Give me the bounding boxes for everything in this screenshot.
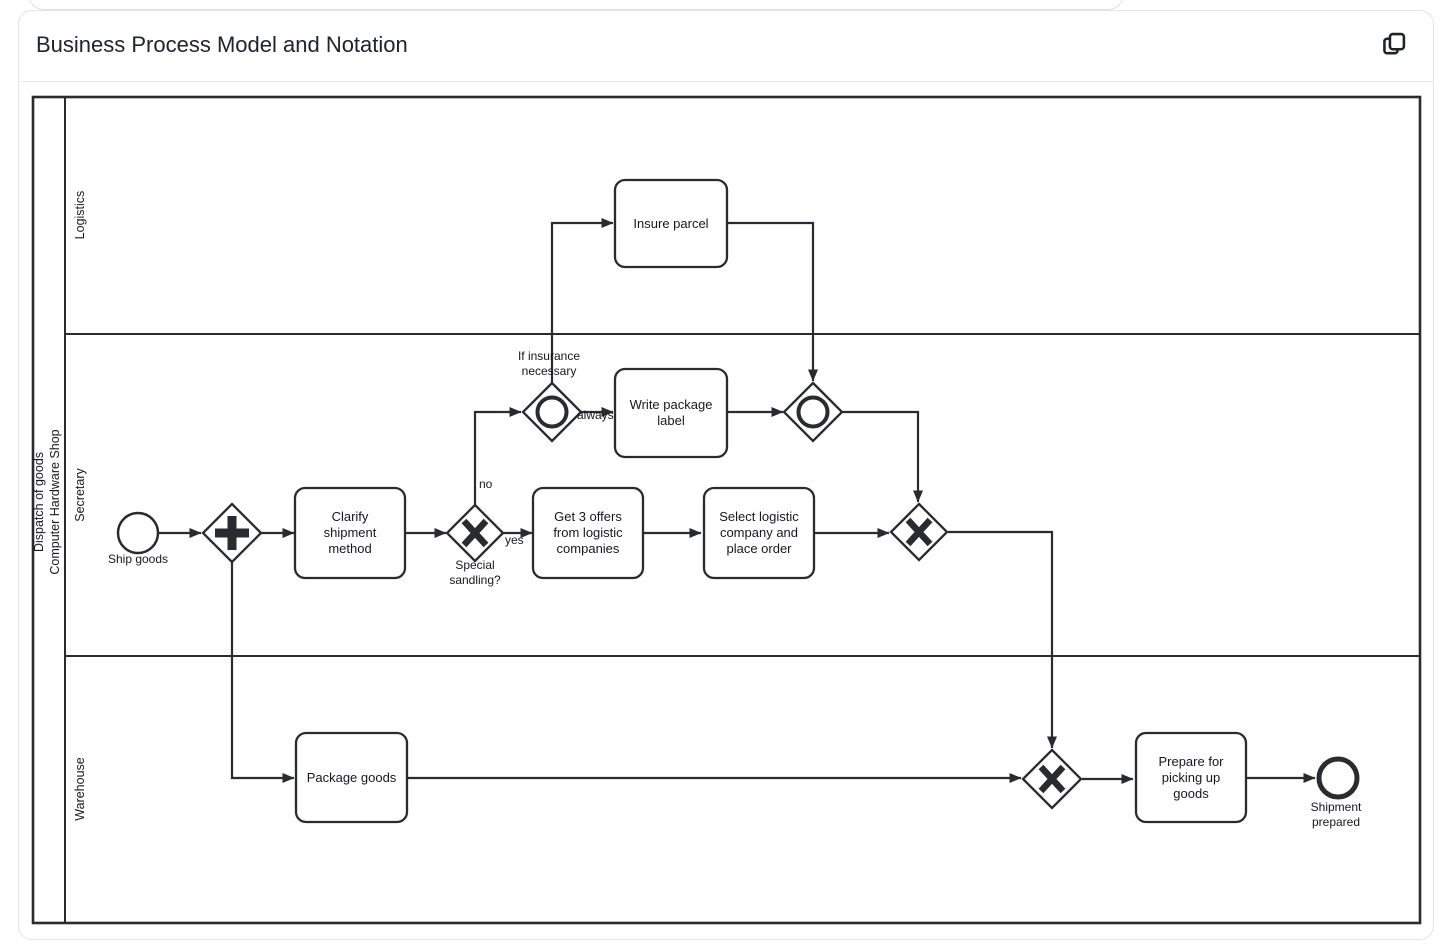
inclusive-gateway-1 bbox=[521, 381, 583, 443]
task-insure-parcel bbox=[613, 178, 729, 269]
task-package-goods bbox=[294, 731, 409, 824]
start-event bbox=[116, 511, 160, 555]
page-title: Business Process Model and Notation bbox=[36, 32, 408, 57]
task-get-3-offers bbox=[531, 486, 645, 580]
edge-label-no: no bbox=[479, 477, 493, 491]
lane-label-secretary: Secretary bbox=[73, 468, 87, 522]
pool bbox=[31, 95, 1422, 925]
lane-label-logistics: Logistics bbox=[73, 190, 87, 240]
flow-xor-no bbox=[473, 407, 522, 505]
flow-insure-to-inclusive2 bbox=[727, 221, 818, 382]
copy-button[interactable] bbox=[1377, 27, 1411, 61]
edge-label-always: always bbox=[577, 408, 614, 422]
x-icon bbox=[905, 517, 933, 547]
task-label-clarify: Clarify shipment method bbox=[323, 509, 377, 556]
x-icon bbox=[461, 518, 489, 548]
task-label-write-label: Write package label bbox=[629, 397, 713, 428]
task-label-get-offers: Get 3 offers from logistic companies bbox=[553, 509, 623, 556]
sequence-flows bbox=[158, 218, 1316, 784]
flow-inclusive2-to-xorjoin bbox=[842, 410, 923, 503]
x-icon bbox=[1038, 764, 1066, 794]
task-prepare-pickup bbox=[1134, 731, 1248, 824]
gateways bbox=[201, 381, 1083, 810]
task-label-select-company: Select logistic company and place order bbox=[719, 509, 799, 556]
pool-title: Dispatch of goods Computer Hardware Shop bbox=[32, 429, 62, 575]
flow-inclusive1-to-insure bbox=[550, 218, 614, 383]
edge-label-yes: yes bbox=[505, 533, 524, 547]
gateway-question-label: Special sandling? bbox=[449, 558, 501, 587]
task-clarify-shipment-method bbox=[293, 486, 407, 580]
pool-border bbox=[31, 95, 1422, 925]
inclusive-gateway-2 bbox=[782, 381, 844, 443]
circle-icon bbox=[796, 395, 830, 429]
plus-icon bbox=[215, 516, 249, 550]
task-select-logistic-company bbox=[702, 486, 816, 580]
tasks bbox=[293, 178, 1248, 824]
task-label-package-goods: Package goods bbox=[306, 769, 397, 785]
xor-gateway-join bbox=[889, 502, 949, 562]
flow-parallel-to-package bbox=[230, 562, 295, 783]
end-event bbox=[1316, 756, 1360, 800]
flow-xorjoin-to-xorwh bbox=[948, 530, 1057, 749]
end-event-label: Shipment prepared bbox=[1310, 800, 1362, 829]
copy-icon bbox=[1380, 30, 1408, 58]
lane-label-warehouse: Warehouse bbox=[73, 757, 87, 821]
task-label-insure-parcel: Insure parcel bbox=[633, 215, 709, 231]
start-event-label: Ship goods bbox=[107, 552, 169, 566]
parallel-gateway bbox=[201, 502, 263, 564]
task-write-package-label bbox=[613, 367, 729, 459]
xor-gateway-split bbox=[445, 503, 505, 563]
card-header: Business Process Model and Notation bbox=[19, 11, 1433, 82]
circle-icon bbox=[535, 395, 569, 429]
edge-label-insurance: If insurance necessary bbox=[517, 349, 581, 378]
xor-gateway-warehouse bbox=[1021, 748, 1083, 810]
task-label-prepare-pickup: Prepare for picking up goods bbox=[1158, 753, 1224, 801]
